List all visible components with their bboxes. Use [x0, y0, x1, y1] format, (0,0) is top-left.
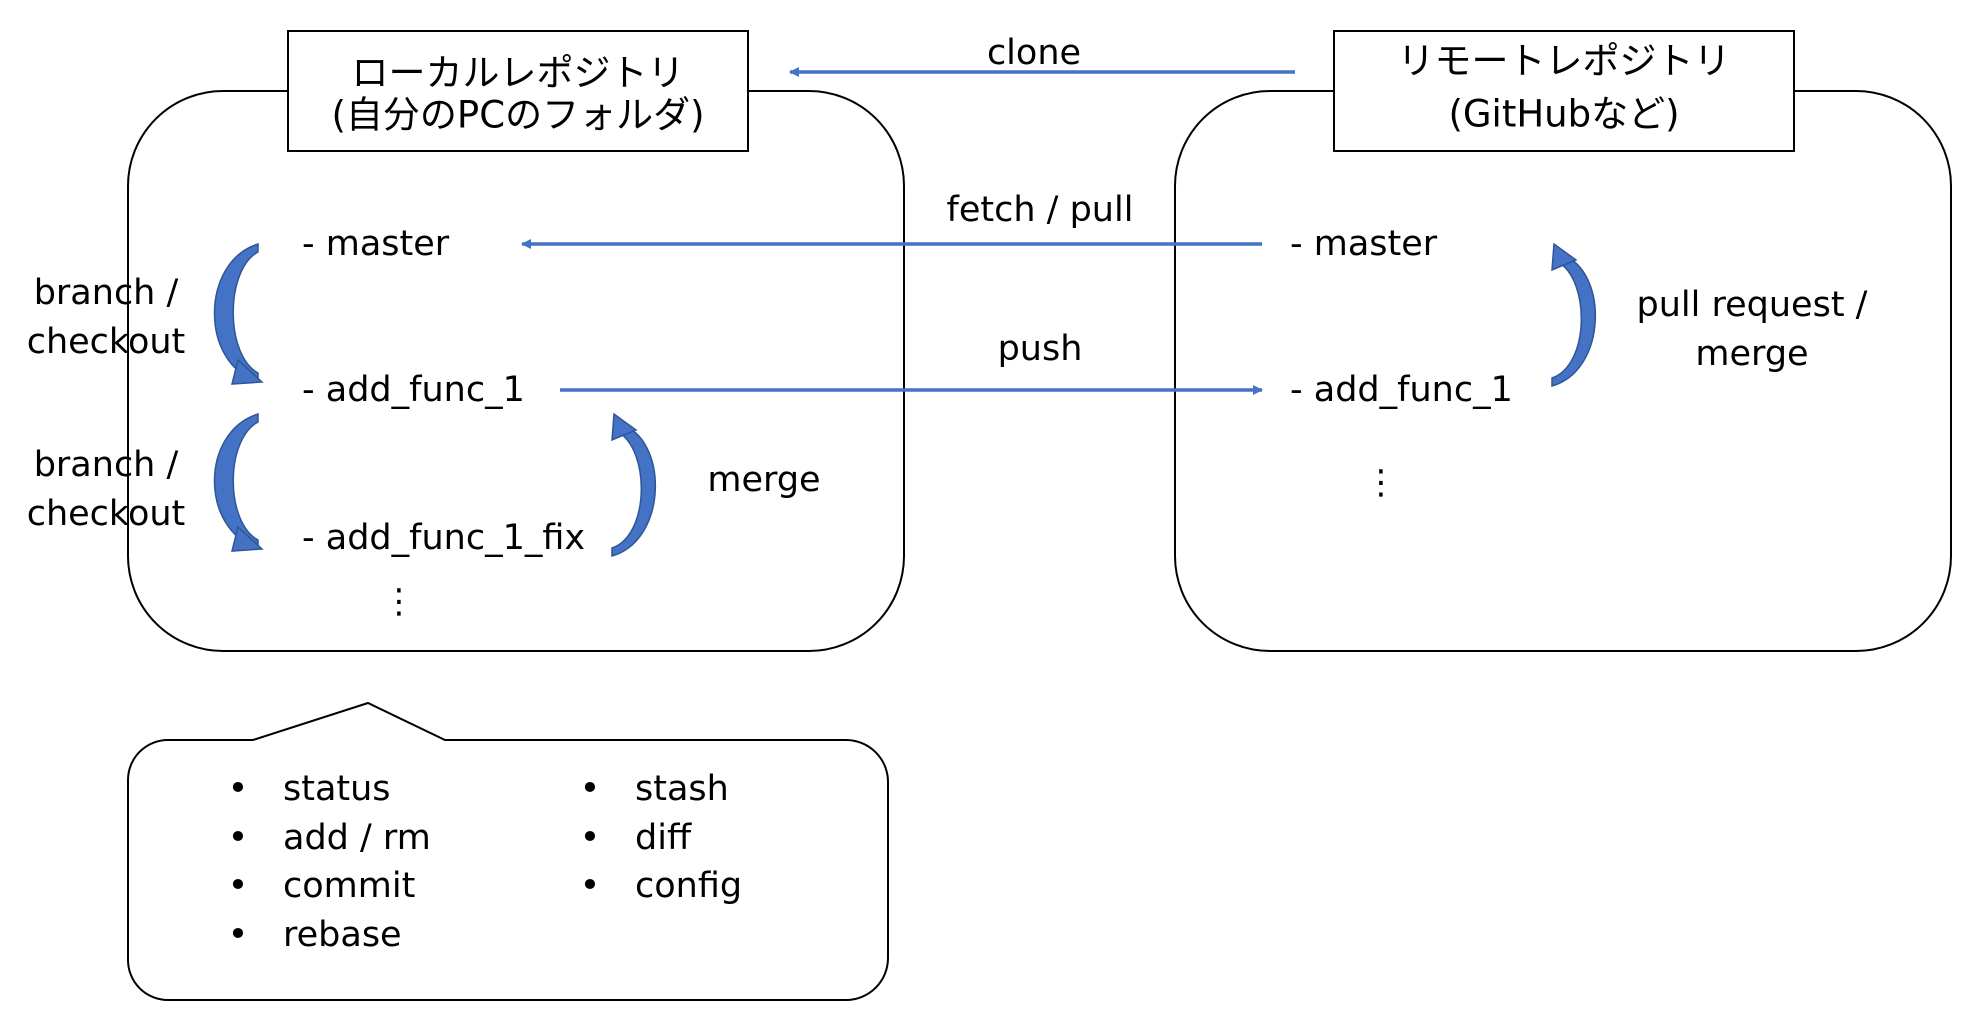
command-config: config	[635, 866, 742, 906]
branch-checkout-label-2b: checkout	[27, 494, 186, 534]
remote-branch-master: - master	[1290, 224, 1438, 264]
local-branch-master: - master	[302, 224, 450, 264]
command-diff: diff	[635, 818, 692, 858]
pull-request-arrow-head	[1551, 242, 1578, 272]
remote-repository: リモートレポジトリ (GitHubなど) - master - add_func…	[1174, 30, 1952, 652]
clone-label: clone	[987, 33, 1081, 73]
remote-repo-title-line2: (GitHubなど)	[1448, 93, 1679, 136]
remote-more-ellipsis: ⋮	[1364, 463, 1398, 503]
command-commit: commit	[283, 866, 415, 906]
branch-checkout-label-1a: branch /	[34, 273, 179, 313]
local-more-ellipsis: ⋮	[382, 582, 416, 622]
local-repo-title-line1: ローカルレポジトリ	[352, 52, 685, 95]
command-rebase: rebase	[283, 915, 402, 955]
branch-checkout-arrow-2-head	[231, 525, 264, 552]
branch-checkout-arrow-1-head	[231, 358, 264, 385]
command-bullet: •	[228, 818, 249, 858]
remote-branch-add-func-1: - add_func_1	[1290, 370, 1513, 410]
command-bullet: •	[580, 769, 601, 809]
push-label: push	[998, 329, 1083, 369]
commands-callout-box	[127, 701, 889, 1001]
command-status: status	[283, 769, 391, 809]
command-bullet: •	[580, 818, 601, 858]
command-bullet: •	[228, 915, 249, 955]
local-repo-title-box	[287, 30, 749, 152]
pull-request-label-b: merge	[1695, 334, 1808, 374]
local-merge-label: merge	[707, 460, 820, 500]
command-bullet: •	[228, 866, 249, 906]
connecting-arrows: clone fetch / pull push	[521, 33, 1295, 395]
remote-repo-title-box	[1333, 30, 1795, 152]
branch-checkout-label-1b: checkout	[27, 322, 186, 362]
remote-repo-title-line1: リモートレポジトリ	[1398, 40, 1731, 83]
commands-callout: • status • add / rm • commit • rebase • …	[127, 701, 889, 1001]
command-add-rm: add / rm	[283, 818, 431, 858]
command-stash: stash	[635, 769, 729, 809]
branch-checkout-label-2a: branch /	[34, 445, 179, 485]
local-repo-title-line2: (自分のPCのフォルダ)	[331, 94, 704, 137]
pull-request-label-a: pull request /	[1637, 285, 1868, 325]
local-repository: ローカルレポジトリ (自分のPCのフォルダ) - master - add_fu…	[27, 30, 905, 652]
command-bullet: •	[580, 866, 601, 906]
local-merge-arrow-head	[611, 412, 638, 442]
local-branch-add-func-1-fix: - add_func_1_fix	[302, 518, 585, 558]
fetch-pull-label: fetch / pull	[947, 190, 1134, 230]
command-bullet: •	[228, 769, 249, 809]
local-branch-add-func-1: - add_func_1	[302, 370, 525, 410]
